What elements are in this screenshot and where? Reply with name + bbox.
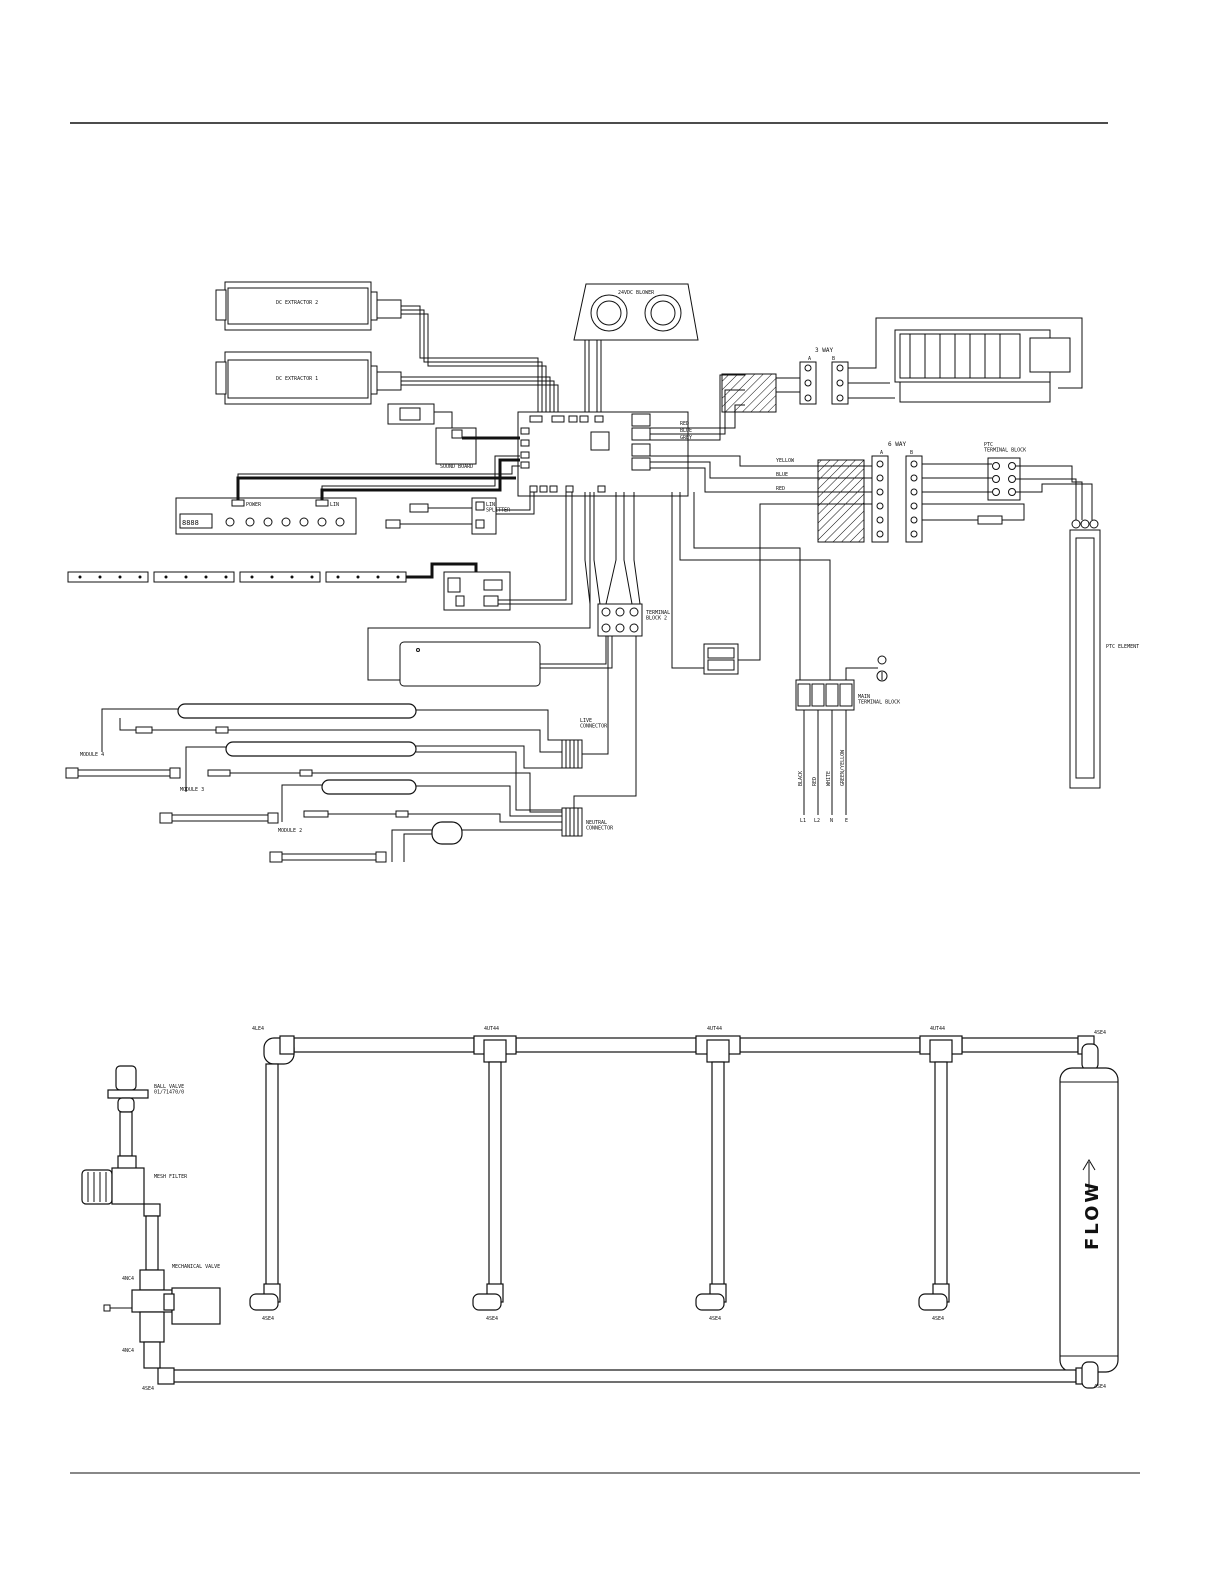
drop-elbow-4: 4SE4 — [918, 1283, 950, 1322]
three-way-label: 3 WAY — [815, 347, 833, 354]
bottom-return-pipe: 4SE4 4SE4 — [142, 1361, 1106, 1392]
tee-2: 4UT44 — [695, 1026, 741, 1063]
six-way-a-label: A — [880, 450, 883, 456]
wire-yellow-label: YELLOW — [776, 458, 795, 464]
drop-pipes — [265, 1061, 948, 1287]
six-way-label: 6 WAY — [888, 441, 906, 448]
sound-board: SOUND BOARD — [435, 427, 477, 470]
display-digits: 8888 — [182, 519, 199, 527]
module-2-label: MODULE 2 — [278, 828, 302, 834]
sound-board-label: SOUND BOARD — [440, 464, 473, 470]
mechanical-valve: MECHANICAL VALVE 4NC4 — [103, 1264, 221, 1325]
power-supply — [399, 641, 541, 687]
module-4: MODULE 4 — [80, 703, 562, 758]
fitting-4nc4-top-label: 4NC4 — [122, 1276, 134, 1282]
dc-extractor-2-label: DC EXTRACTOR 2 — [276, 300, 318, 306]
module-2: MODULE 2 — [159, 779, 562, 834]
mechanical-valve-label: MECHANICAL VALVE — [172, 1264, 220, 1270]
tee-1: 4UT44 — [473, 1026, 517, 1063]
dc-extractor-1-label: DC EXTRACTOR 1 — [276, 376, 318, 382]
fitting-4se4-b4-label: 4SE4 — [932, 1316, 944, 1322]
fitting-4ut44-2-label: 4UT44 — [707, 1026, 722, 1032]
wire-red2-label: RED — [776, 486, 785, 492]
drop-elbow-3: 4SE4 — [695, 1283, 727, 1322]
lin-label: LIN — [330, 502, 339, 508]
six-way-hatch — [817, 459, 865, 543]
tee-3: 4UT44 — [919, 1026, 963, 1063]
term-l1: L1 — [800, 818, 806, 824]
term-e: E — [845, 818, 848, 824]
module-1 — [269, 821, 562, 863]
main-control-board — [517, 411, 689, 497]
fitting-4se4-bottom-right-label: 4SE4 — [1094, 1384, 1106, 1390]
flow-label: FLOW — [1082, 1180, 1103, 1250]
fitting-4le4-label: 4LE4 — [252, 1026, 264, 1032]
fitting-4se4-bottom-left-label: 4SE4 — [142, 1386, 154, 1392]
module-3: MODULE 3 — [65, 741, 562, 813]
mains-green-label: GREEN/YELLOW — [840, 749, 846, 786]
wire-blue-label: BLUE — [680, 428, 692, 434]
dc-extractor-1: DC EXTRACTOR 1 — [215, 351, 402, 405]
three-way-hatch — [721, 373, 777, 413]
mains-white-label: WHITE — [826, 771, 832, 786]
control-panel: 8888 POWER LIN — [175, 497, 357, 535]
module-4-label: MODULE 4 — [80, 752, 104, 758]
fitting-4se4-b1-label: 4SE4 — [262, 1316, 274, 1322]
elbow-4le4: 4LE4 — [252, 1026, 295, 1065]
three-way-connector: 3 WAY A B — [799, 347, 849, 405]
wire-grey-label: GREY — [680, 435, 692, 441]
ptc-element-label: PTC ELEMENT — [1106, 644, 1139, 650]
tangential-fan — [894, 329, 1071, 403]
blower-24vdc: 24VDC BLOWER — [573, 283, 699, 341]
drop-elbow-2: 4SE4 — [472, 1283, 504, 1322]
six-way-b-label: B — [910, 450, 913, 456]
three-way-a-label: A — [808, 356, 811, 362]
wire-red-label: RED — [680, 421, 689, 427]
relay-pair — [703, 643, 739, 675]
blower-label: 24VDC BLOWER — [618, 290, 655, 296]
fitting-4ut44-3-label: 4UT44 — [930, 1026, 945, 1032]
drop-elbow-1: 4SE4 — [249, 1283, 281, 1322]
term-l2: L2 — [814, 818, 820, 824]
three-way-b-label: B — [832, 356, 835, 362]
ptc-element: PTC ELEMENT — [1069, 519, 1139, 789]
led-strip — [67, 571, 407, 583]
module-3-label: MODULE 3 — [180, 787, 204, 793]
fitting-4nc4-bottom-label: 4NC4 — [122, 1348, 134, 1354]
wire-blue2-label: BLUE — [776, 472, 788, 478]
fitting-4se4-b3-label: 4SE4 — [709, 1316, 721, 1322]
elbow-top-right: 4SE4 — [1077, 1030, 1106, 1071]
power-label: POWER — [246, 502, 262, 508]
fitting-4se4-b2-label: 4SE4 — [486, 1316, 498, 1322]
mains-red-label: RED — [812, 777, 818, 786]
term-n: N — [830, 818, 833, 824]
dc-extractor-2: DC EXTRACTOR 2 — [215, 281, 402, 331]
mesh-filter: MESH FILTER — [81, 1155, 188, 1205]
mesh-filter-label: MESH FILTER — [154, 1174, 188, 1180]
six-way-connector: 6 WAY A B — [871, 441, 923, 543]
filter-cartridge: FLOW — [1059, 1067, 1119, 1373]
fitting-4se4-top-right-label: 4SE4 — [1094, 1030, 1106, 1036]
fitting-4ut44-1-label: 4UT44 — [484, 1026, 499, 1032]
mains-black-label: BLACK — [798, 771, 804, 786]
